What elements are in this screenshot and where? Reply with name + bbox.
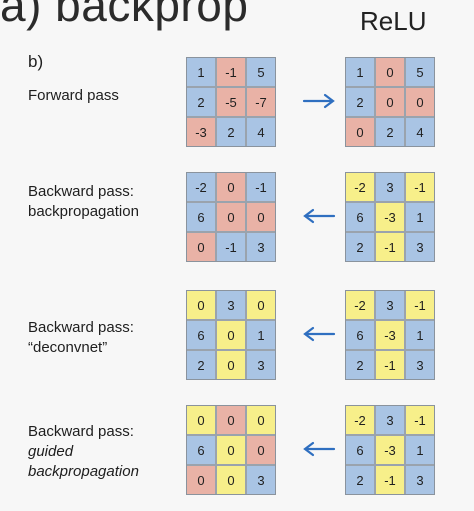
row-label-line: guided bbox=[28, 443, 74, 460]
matrix-cell: 3 bbox=[217, 291, 245, 319]
matrix-cell: -7 bbox=[247, 88, 275, 116]
arrow-left-icon bbox=[303, 441, 336, 457]
row-label: Backward pass: backpropagation bbox=[28, 182, 139, 222]
matrix-cell: -1 bbox=[406, 291, 434, 319]
matrix-cell: -2 bbox=[346, 291, 374, 319]
matrix-cell: -1 bbox=[376, 466, 404, 494]
matrix-cell: 0 bbox=[187, 233, 215, 261]
matrix-cell: 4 bbox=[247, 118, 275, 146]
matrix-cell: 0 bbox=[187, 466, 215, 494]
matrix-cell: 3 bbox=[247, 466, 275, 494]
relu-label: ReLU bbox=[360, 6, 427, 36]
row-label: Backward pass: “deconvnet” bbox=[28, 318, 134, 358]
matrix-cell: 5 bbox=[247, 58, 275, 86]
matrix-cell: -2 bbox=[187, 173, 215, 201]
matrix-cell: -3 bbox=[376, 321, 404, 349]
matrix-cell: -3 bbox=[376, 203, 404, 231]
matrix-cell: 3 bbox=[247, 233, 275, 261]
matrix-cell: 0 bbox=[187, 406, 215, 434]
matrix-cell: 0 bbox=[247, 203, 275, 231]
row-label: Forward pass bbox=[28, 86, 119, 106]
arrow-left-icon bbox=[303, 326, 336, 342]
matrix-cell: 2 bbox=[346, 466, 374, 494]
matrix-cell: 1 bbox=[406, 321, 434, 349]
matrix-cell: 2 bbox=[346, 351, 374, 379]
matrix-cell: 6 bbox=[346, 203, 374, 231]
matrix-cell: 0 bbox=[217, 203, 245, 231]
matrix-cell: 3 bbox=[376, 406, 404, 434]
matrix-cell: 2 bbox=[346, 88, 374, 116]
row-label: Backward pass: guided backpropagation bbox=[28, 422, 139, 482]
matrix-cell: -1 bbox=[376, 351, 404, 379]
matrix-cell: 0 bbox=[247, 291, 275, 319]
matrix-cell: 6 bbox=[346, 436, 374, 464]
arrow-right-icon bbox=[302, 93, 335, 109]
matrix-cell: -2 bbox=[346, 173, 374, 201]
slide-heading: a) backprop bbox=[0, 0, 249, 31]
matrix-cell: 0 bbox=[406, 88, 434, 116]
matrix-cell: 3 bbox=[406, 351, 434, 379]
arrow-left-icon bbox=[303, 208, 336, 224]
matrix-cell: 0 bbox=[247, 436, 275, 464]
matrix-cell: 2 bbox=[376, 118, 404, 146]
matrix-cell: 0 bbox=[376, 88, 404, 116]
matrix-cell: 2 bbox=[217, 118, 245, 146]
matrix-cell: 1 bbox=[406, 203, 434, 231]
matrix-cell: 0 bbox=[217, 466, 245, 494]
matrix-cell: 0 bbox=[187, 291, 215, 319]
row-label-line: backpropagation bbox=[28, 463, 139, 480]
matrix-cell: 3 bbox=[247, 351, 275, 379]
matrix-cell: 6 bbox=[187, 436, 215, 464]
matrix-cell: 0 bbox=[376, 58, 404, 86]
matrix-cell: 0 bbox=[217, 351, 245, 379]
row-label-line: Backward pass: bbox=[28, 319, 134, 336]
row-label-line: Forward pass bbox=[28, 87, 119, 104]
matrix-cell: 1 bbox=[406, 436, 434, 464]
matrix-cell: -1 bbox=[376, 233, 404, 261]
matrix-cell: 3 bbox=[406, 466, 434, 494]
row-label-line: Backward pass: bbox=[28, 183, 134, 200]
matrix-cell: 3 bbox=[376, 291, 404, 319]
matrix-cell: 0 bbox=[217, 173, 245, 201]
matrix-cell: 2 bbox=[346, 233, 374, 261]
matrix-cell: 4 bbox=[406, 118, 434, 146]
matrix-cell: 6 bbox=[187, 203, 215, 231]
row-label-line: Backward pass: bbox=[28, 423, 134, 440]
matrix-cell: -5 bbox=[217, 88, 245, 116]
matrix-cell: -1 bbox=[217, 58, 245, 86]
matrix-cell: 6 bbox=[187, 321, 215, 349]
matrix-cell: -3 bbox=[187, 118, 215, 146]
matrix-cell: 1 bbox=[346, 58, 374, 86]
matrix-cell: 0 bbox=[346, 118, 374, 146]
matrix-cell: 1 bbox=[247, 321, 275, 349]
row-label-line: “deconvnet” bbox=[28, 339, 108, 356]
matrix-cell: 5 bbox=[406, 58, 434, 86]
matrix-cell: 0 bbox=[247, 406, 275, 434]
row-label-line: backpropagation bbox=[28, 203, 139, 220]
matrix-cell: 0 bbox=[217, 406, 245, 434]
matrix-cell: 1 bbox=[187, 58, 215, 86]
matrix-cell: 0 bbox=[217, 321, 245, 349]
matrix-cell: -1 bbox=[406, 173, 434, 201]
matrix-cell: -1 bbox=[406, 406, 434, 434]
matrix-cell: -1 bbox=[217, 233, 245, 261]
sub-label: b) bbox=[28, 52, 44, 71]
matrix-cell: 3 bbox=[376, 173, 404, 201]
matrix-cell: 2 bbox=[187, 88, 215, 116]
matrix-cell: -2 bbox=[346, 406, 374, 434]
matrix-cell: 3 bbox=[406, 233, 434, 261]
matrix-cell: -1 bbox=[247, 173, 275, 201]
matrix-cell: -3 bbox=[376, 436, 404, 464]
matrix-cell: 6 bbox=[346, 321, 374, 349]
matrix-cell: 0 bbox=[217, 436, 245, 464]
matrix-cell: 2 bbox=[187, 351, 215, 379]
